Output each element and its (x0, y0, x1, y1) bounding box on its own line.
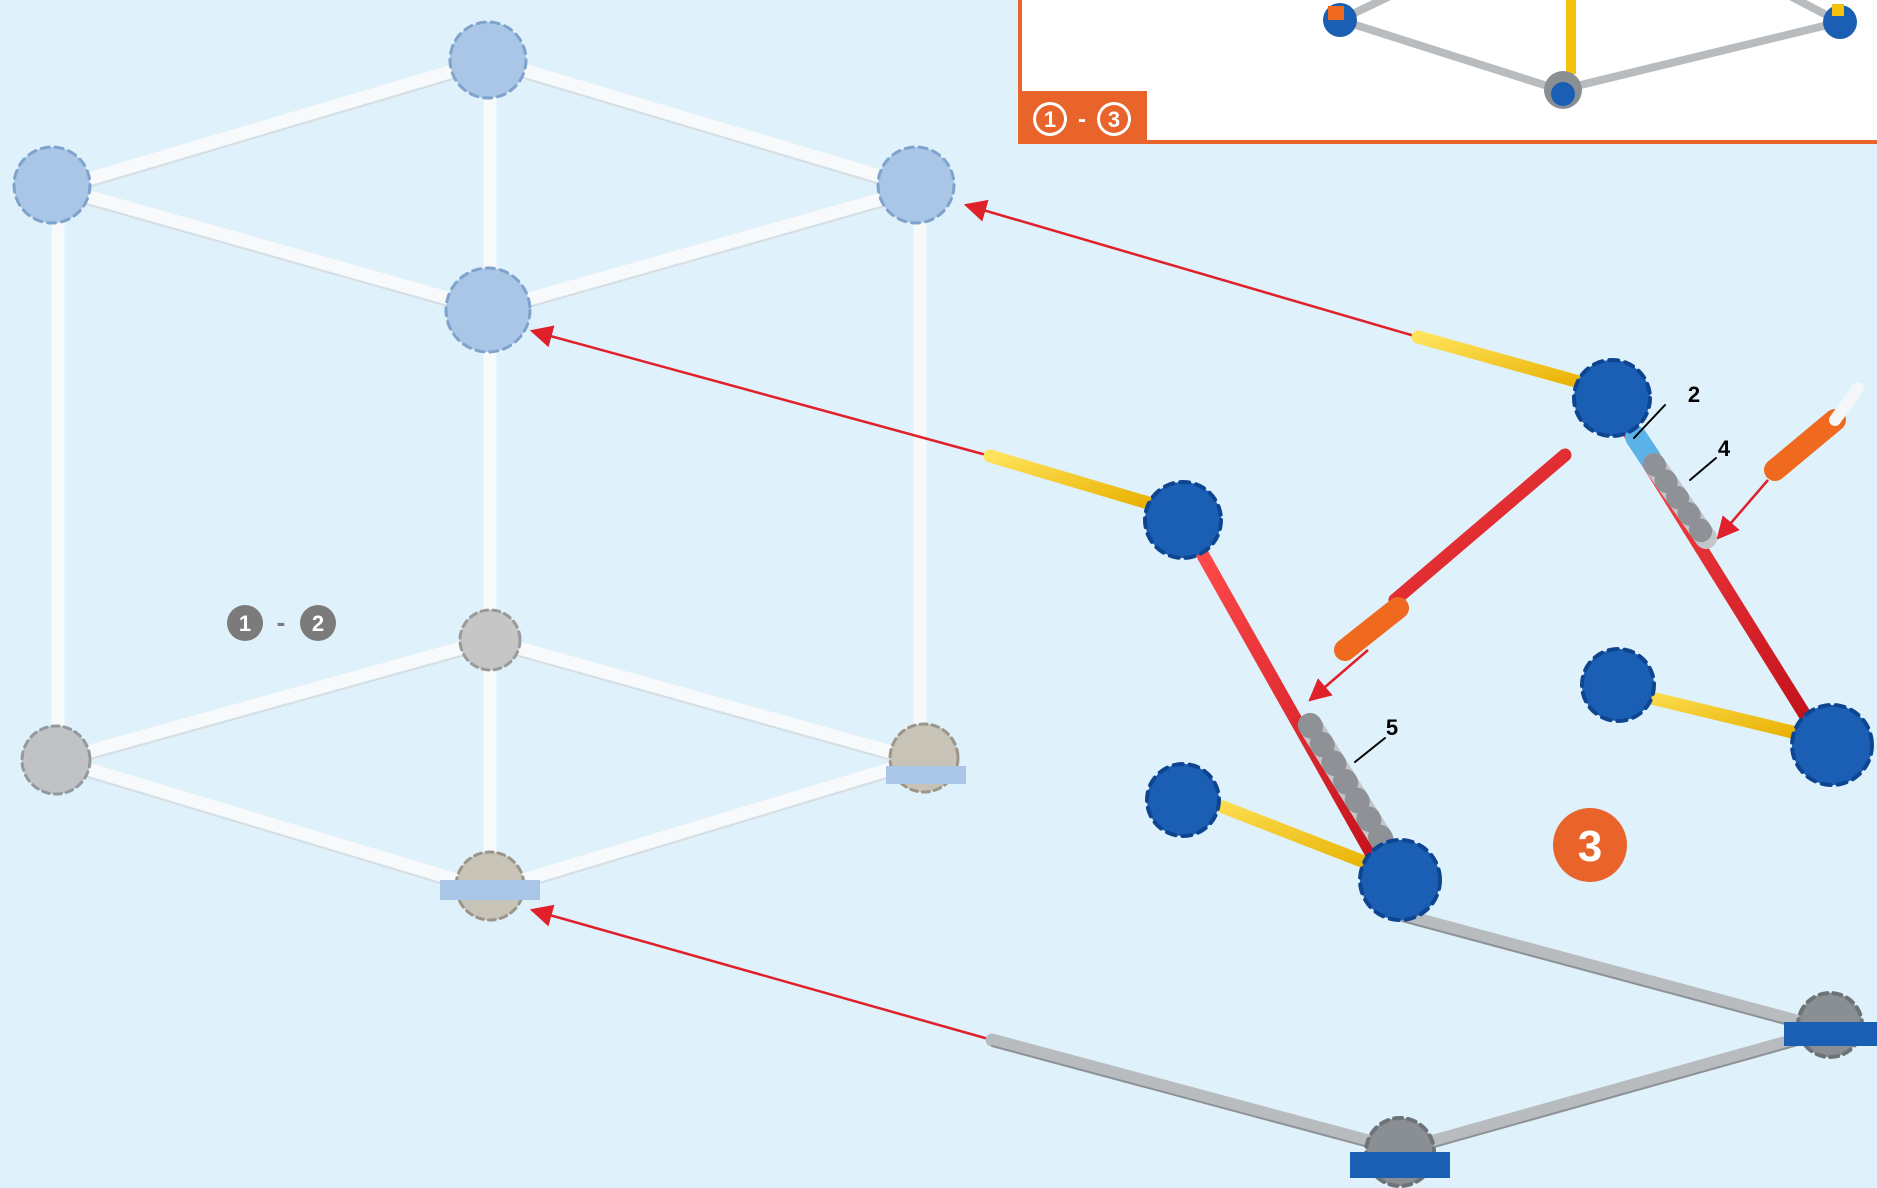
loose-red-rod (1388, 448, 1572, 607)
loose-orange-spacers (1334, 382, 1864, 661)
arrow-spacer-lower (1308, 649, 1369, 702)
prior-step-start: 1 (239, 611, 251, 636)
prior-step-end: 2 (312, 611, 324, 636)
inset-badge-end: 3 (1108, 107, 1120, 132)
ghost-connector-top-right (876, 145, 956, 225)
connector-mid-right (1580, 647, 1656, 723)
gray-rods (985, 908, 1837, 1157)
ghost-connector-top-back (448, 20, 528, 100)
prior-steps-badge: 1 - 2 (227, 605, 336, 641)
callout-upper-spacers: 4 (1718, 436, 1731, 461)
arrow-to-bottom-front-connector (529, 904, 993, 1042)
ghost-connector-top-front (444, 266, 532, 354)
inset-step-badge: 1 - 3 (1020, 91, 1147, 143)
new-subassembly: 2 4 5 (983, 330, 1877, 1188)
callout-top-spacer: 2 (1688, 382, 1700, 407)
inset-model-preview (1323, 0, 1857, 109)
red-rods (1193, 408, 1812, 867)
placement-arrows (529, 199, 1769, 1042)
ghost-rods (51, 53, 927, 897)
inset-badge-start: 1 (1044, 107, 1056, 132)
current-step-number: 3 (1578, 822, 1602, 871)
arrow-spacer-upper (1716, 479, 1769, 540)
prior-step-dash: - (277, 607, 286, 637)
ghost-connector-bottom-back (458, 608, 522, 672)
inset-panel: 1 - 3 (1018, 0, 1877, 144)
ghost-rod-shading (57, 67, 921, 899)
spacers-upper (1625, 426, 1717, 549)
connector-center-left (1358, 838, 1442, 922)
ghost-connector-bottom-left (20, 724, 92, 796)
connector-mid-left (1145, 762, 1221, 838)
existing-frame (12, 20, 966, 922)
connector-center-right (1790, 703, 1874, 787)
ghost-connector-top-left (12, 145, 92, 225)
arrow-to-top-front-connector (529, 325, 991, 458)
connector-upper-right (1572, 358, 1652, 438)
inset-frame (1018, 0, 1877, 144)
yellow-rods (983, 330, 1839, 1147)
connector-upper-left (1143, 480, 1223, 560)
arrow-to-top-right-connector (963, 199, 1419, 339)
inset-badge-dash: - (1078, 106, 1086, 133)
current-step-badge: 3 (1553, 808, 1627, 882)
callout-lower-spacers: 5 (1386, 715, 1398, 740)
part-callouts (1354, 404, 1717, 763)
ghost-connectors (12, 20, 966, 922)
spacers-lower (1298, 713, 1394, 852)
blue-connectors (1143, 358, 1877, 1188)
